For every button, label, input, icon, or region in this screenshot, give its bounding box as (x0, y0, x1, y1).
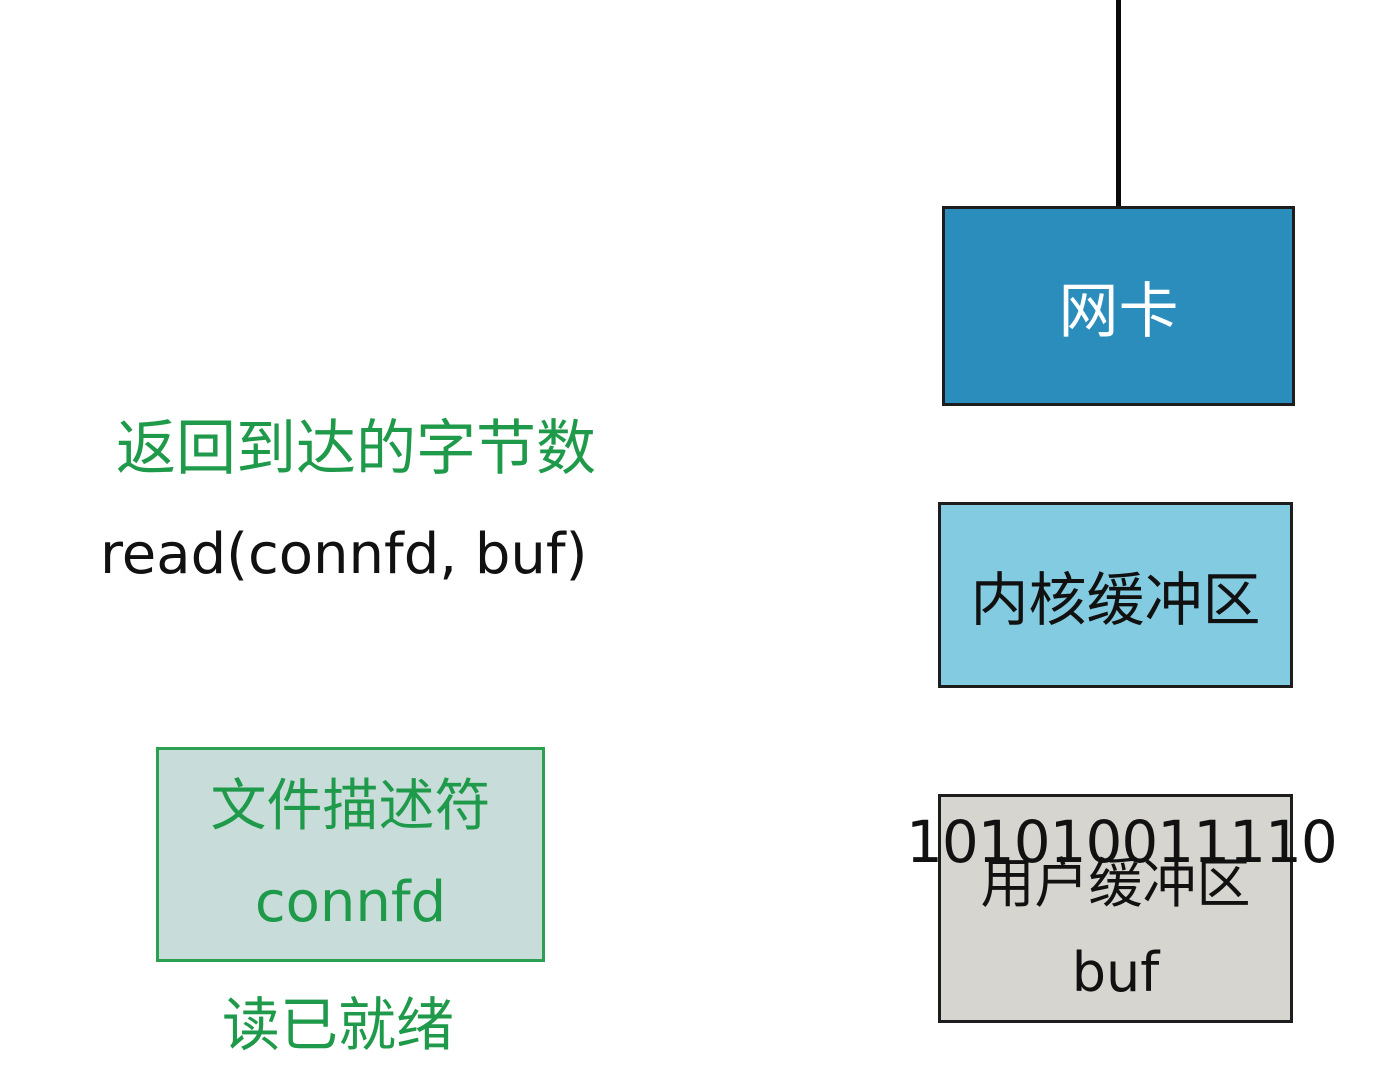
kernel-buffer-box: 内核缓冲区 (938, 502, 1293, 688)
user-buffer-var: buf (1071, 941, 1160, 1005)
user-buffer-box: 用户缓冲区 buf (938, 794, 1293, 1023)
file-descriptor-box: 文件描述符 connfd (156, 747, 545, 962)
kernel-buffer-label: 内核缓冲区 (970, 566, 1261, 634)
fd-box-title: 文件描述符 (210, 774, 491, 840)
user-buffer-label: 用户缓冲区 (980, 852, 1251, 915)
nic-label: 网卡 (1058, 276, 1179, 347)
data-bits: 101010011110 (906, 808, 1338, 876)
read-call-code: read(connfd, buf) (100, 522, 588, 587)
fd-box-name: connfd (254, 869, 447, 935)
return-bytes-note: 返回到达的字节数 (116, 414, 596, 484)
read-ready-note: 读已就绪 (222, 991, 455, 1059)
network-cable-line (1116, 0, 1121, 208)
nic-box: 网卡 (942, 206, 1295, 406)
